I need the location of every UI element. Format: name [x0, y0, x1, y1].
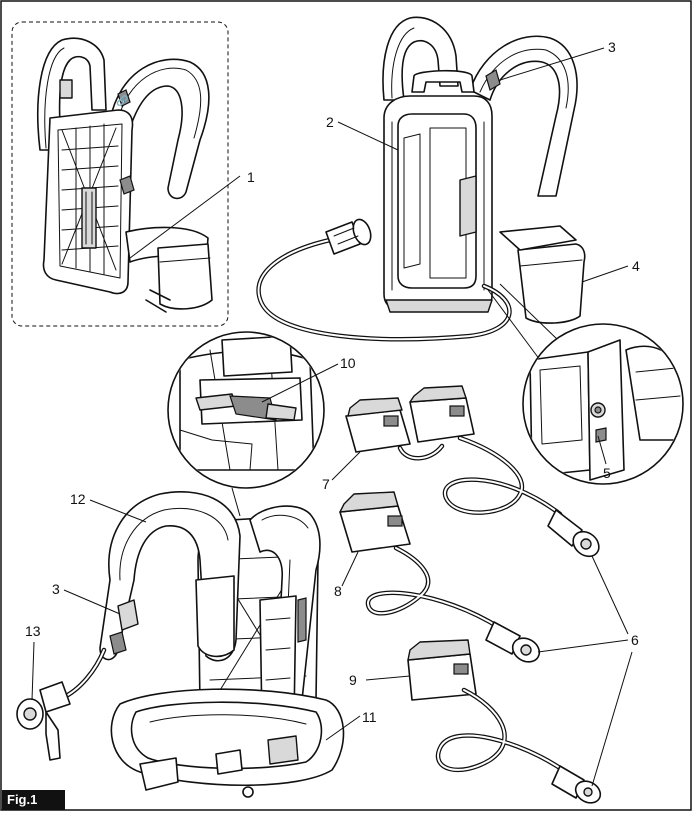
- callout-3-top: 3: [608, 39, 616, 55]
- battery-handle: [411, 69, 475, 93]
- adapter-7-double: [345, 385, 600, 558]
- leader-12: [89, 499, 147, 523]
- callout-11: 11: [362, 709, 377, 725]
- leader-9: [365, 675, 411, 681]
- callout-12: 12: [70, 491, 86, 507]
- callout-3-bottom: 3: [52, 581, 60, 597]
- backpack-battery-unit: [256, 16, 586, 342]
- pouch: [157, 243, 213, 310]
- leader-3-bottom: [63, 589, 121, 615]
- leader-3-top: [499, 47, 605, 81]
- callout-9: 9: [349, 672, 357, 688]
- leader-11: [325, 715, 361, 741]
- figure-label: Fig.1: [2, 790, 65, 810]
- dashed-inset-box: [11, 21, 229, 327]
- detail-port-circle: [487, 283, 684, 485]
- leader-10: [261, 363, 339, 403]
- leader-1: [129, 175, 241, 259]
- leader-7: [331, 451, 361, 481]
- callout-8: 8: [334, 583, 342, 599]
- callout-10: 10: [340, 355, 356, 371]
- leader-6: [537, 555, 633, 787]
- callout-1: 1: [247, 169, 255, 185]
- harness-main: [16, 491, 345, 798]
- inset-harness-plate: 🔗: [11, 21, 229, 327]
- leader-4: [581, 265, 629, 283]
- callout-7: 7: [322, 476, 330, 492]
- adapter-9: [407, 639, 602, 804]
- leader-13: [31, 641, 35, 701]
- callout-13: 13: [25, 623, 41, 639]
- detail-chest-strap-circle: [167, 331, 325, 489]
- leader-2: [337, 121, 399, 151]
- svg-text:🔗: 🔗: [116, 94, 129, 107]
- adapter-8-single: [339, 491, 541, 663]
- pouch-4: [517, 243, 586, 324]
- leader-8: [341, 551, 359, 587]
- callout-4: 4: [632, 258, 640, 274]
- leader-detail-10: [231, 487, 241, 517]
- callout-6: 6: [631, 632, 639, 648]
- leader-5: [597, 435, 607, 465]
- callout-5: 5: [603, 465, 611, 481]
- callout-2: 2: [326, 114, 334, 130]
